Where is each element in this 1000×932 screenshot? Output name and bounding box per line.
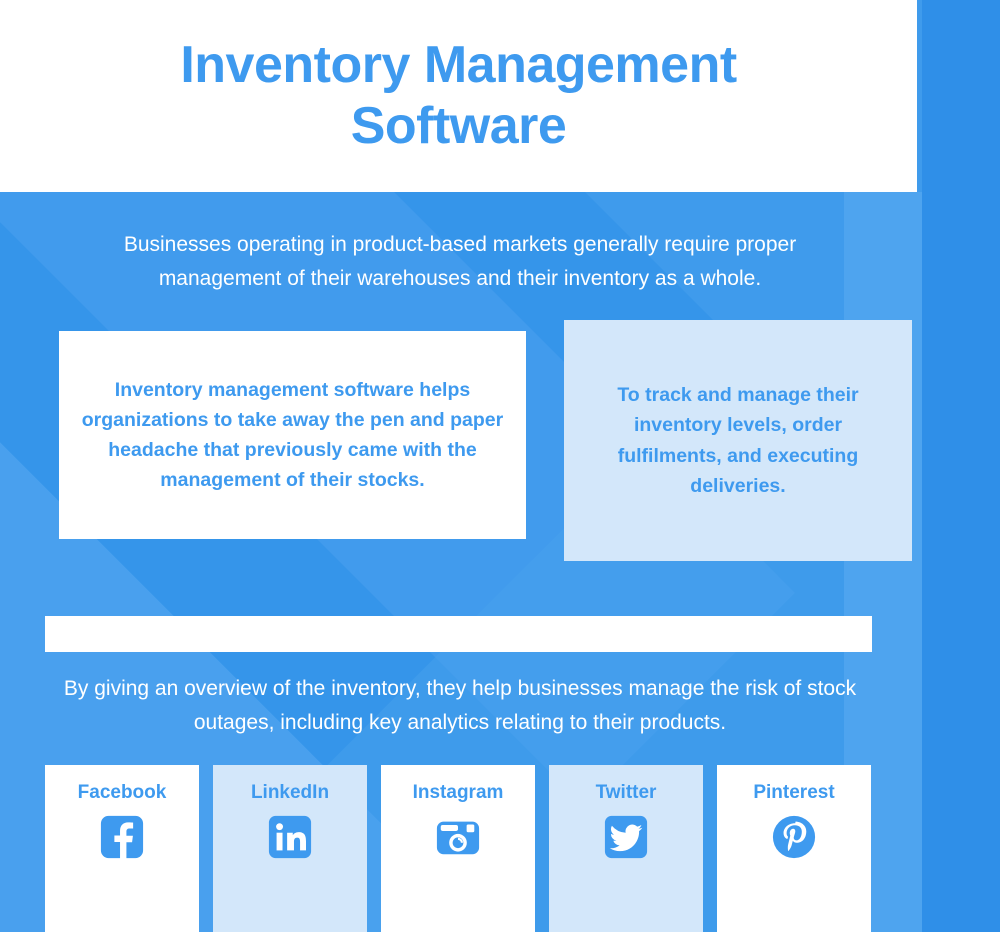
secondary-paragraph: By giving an overview of the inventory, … xyxy=(63,677,857,735)
info-card-primary: Inventory management software helps orga… xyxy=(59,331,526,539)
right-dark-strip xyxy=(922,0,1000,932)
divider-bar xyxy=(45,616,872,652)
header-banner: Inventory Management Software xyxy=(0,0,917,192)
info-card-secondary-text: To track and manage their inventory leve… xyxy=(617,384,859,497)
pinterest-icon xyxy=(772,815,816,859)
info-card-primary-text: Inventory management software helps orga… xyxy=(81,378,504,492)
intro-paragraph: Businesses operating in product-based ma… xyxy=(123,233,797,291)
social-label-pinterest: Pinterest xyxy=(753,782,835,803)
facebook-icon xyxy=(100,815,144,860)
social-links-row: Facebook LinkedIn Instagram xyxy=(45,765,871,932)
social-label-linkedin: LinkedIn xyxy=(250,782,330,803)
instagram-icon xyxy=(436,821,480,855)
social-card-instagram[interactable]: Instagram xyxy=(381,765,535,932)
social-card-linkedin[interactable]: LinkedIn xyxy=(213,765,367,932)
social-label-instagram: Instagram xyxy=(412,782,504,803)
info-card-secondary: To track and manage their inventory leve… xyxy=(564,320,912,561)
social-card-facebook[interactable]: Facebook xyxy=(45,765,199,932)
social-label-twitter: Twitter xyxy=(595,782,657,803)
twitter-icon xyxy=(604,815,648,859)
page-title: Inventory Management Software xyxy=(180,35,737,155)
linkedin-icon xyxy=(268,815,312,859)
social-card-pinterest[interactable]: Pinterest xyxy=(717,765,871,932)
social-card-twitter[interactable]: Twitter xyxy=(549,765,703,932)
social-label-facebook: Facebook xyxy=(77,782,167,803)
